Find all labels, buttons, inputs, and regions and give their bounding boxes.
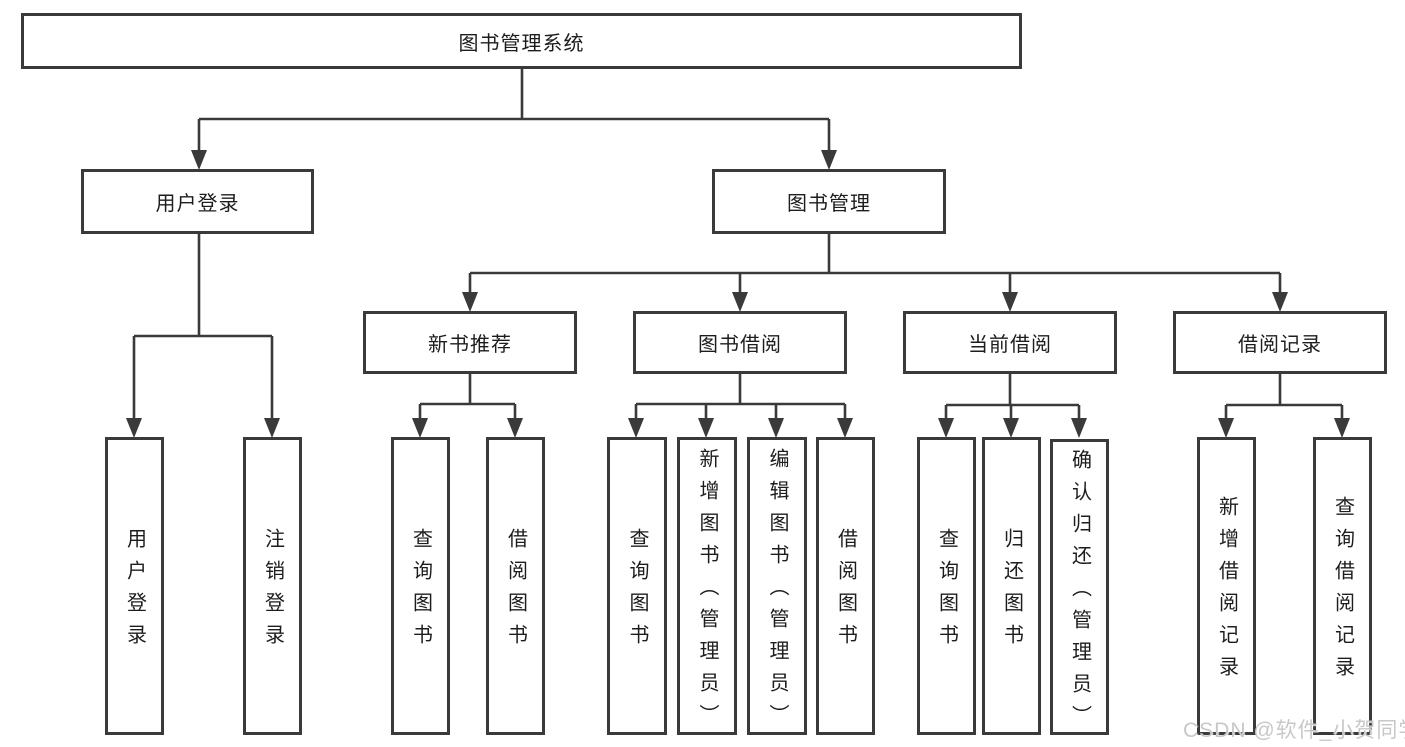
leaf-edit-book-admin-label: 编辑图书（管理员） — [766, 448, 788, 736]
leaf-add-book-admin: 新增图书（管理员） — [677, 437, 737, 736]
leaf-query-borrow-record: 查询借阅记录 — [1313, 437, 1372, 735]
leaf-query-books-current: 查询图书 — [917, 437, 976, 735]
leaf-logout-label: 注销登录 — [261, 528, 284, 656]
node-book-management: 图书管理 — [712, 169, 946, 234]
leaf-borrow-books-recommend-label: 借阅图书 — [504, 528, 527, 656]
leaf-query-books-borrowing: 查询图书 — [607, 437, 667, 735]
leaf-query-borrow-record-label: 查询借阅记录 — [1331, 496, 1354, 688]
node-current-borrowing: 当前借阅 — [903, 311, 1117, 374]
leaf-user-login-label: 用户登录 — [123, 528, 146, 656]
leaf-confirm-return-admin: 确认归还（管理员） — [1050, 439, 1109, 737]
leaf-confirm-return-admin-label: 确认归还（管理员） — [1068, 449, 1091, 737]
leaf-query-books-borrowing-label: 查询图书 — [626, 528, 648, 656]
csdn-watermark: CSDN @软件_小贺同学 — [1183, 719, 1405, 742]
leaf-add-book-admin-label: 新增图书（管理员） — [696, 448, 718, 736]
node-new-book-recommendation: 新书推荐 — [363, 311, 577, 374]
leaf-add-borrow-record: 新增借阅记录 — [1197, 437, 1256, 735]
leaf-logout: 注销登录 — [243, 437, 302, 735]
node-book-borrowing: 图书借阅 — [633, 311, 847, 374]
leaf-query-books-current-label: 查询图书 — [935, 528, 958, 656]
leaf-user-login: 用户登录 — [105, 437, 164, 735]
leaf-borrow-books-recommend: 借阅图书 — [486, 437, 545, 735]
leaf-edit-book-admin: 编辑图书（管理员） — [747, 437, 807, 736]
leaf-return-book-label: 归还图书 — [1000, 528, 1023, 656]
leaf-return-book: 归还图书 — [982, 437, 1041, 735]
leaf-borrow-books-borrowing-label: 借阅图书 — [834, 528, 857, 656]
leaf-borrow-books-borrowing: 借阅图书 — [816, 437, 875, 735]
leaf-query-books-recommend-label: 查询图书 — [409, 528, 432, 656]
node-user-login: 用户登录 — [81, 169, 314, 234]
leaf-query-books-recommend: 查询图书 — [391, 437, 450, 735]
node-root-library-system: 图书管理系统 — [21, 13, 1022, 69]
leaf-add-borrow-record-label: 新增借阅记录 — [1215, 496, 1238, 688]
node-borrowing-records: 借阅记录 — [1173, 311, 1387, 374]
